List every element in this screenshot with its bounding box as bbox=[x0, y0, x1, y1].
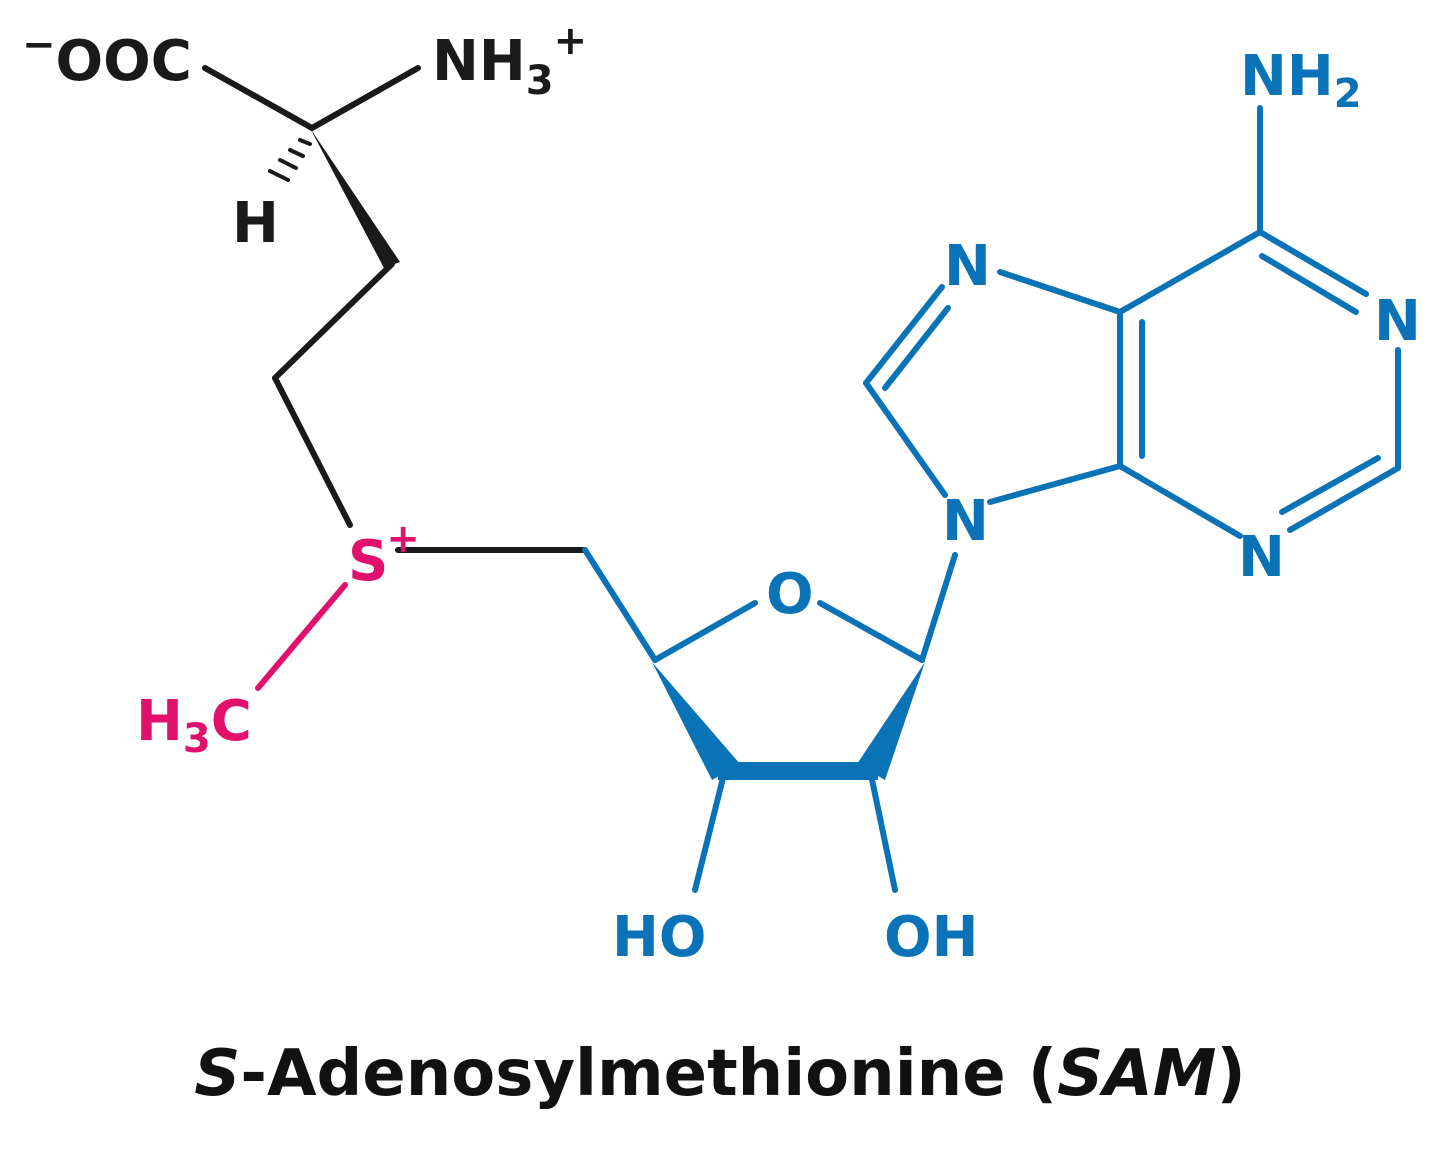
bond-c8-n7-double bbox=[882, 305, 951, 391]
wedge-bond-alpha-beta bbox=[310, 128, 400, 268]
bond-c2prime-o2prime bbox=[867, 767, 898, 893]
methionine-backbone bbox=[202, 65, 588, 553]
bond-n7-c5 bbox=[997, 269, 1123, 315]
methyl-label: H3C bbox=[136, 689, 252, 762]
wedge-c4prime-c3prime bbox=[652, 662, 740, 780]
ribose-ring bbox=[582, 547, 958, 893]
bond-c1prime-n9 bbox=[919, 552, 958, 663]
bond-c6-n1 bbox=[1257, 229, 1369, 297]
bond-c2-n3 bbox=[1287, 465, 1401, 533]
wedge-c1prime-c2prime bbox=[857, 662, 925, 780]
bond-carboxyl-alpha bbox=[202, 65, 315, 131]
n1-label: N bbox=[1374, 289, 1421, 354]
bond-c4prime-o4prime bbox=[652, 600, 758, 663]
bond-cgamma-sulfur bbox=[272, 375, 353, 528]
hydroxyl-left-label: HO bbox=[612, 905, 706, 970]
bond-sulfur-methyl bbox=[255, 582, 348, 691]
bond-c3prime-o3prime bbox=[692, 767, 728, 893]
bold-bond-c3prime-c2prime bbox=[718, 762, 878, 780]
ring-oxygen-label: O bbox=[766, 562, 814, 627]
bond-cbeta-cgamma bbox=[272, 261, 395, 381]
bond-c4-n9 bbox=[987, 463, 1123, 505]
bond-n3-c4 bbox=[1117, 463, 1243, 539]
n9-label: N bbox=[942, 489, 989, 554]
figure-caption: S-Adenosylmethionine (SAM) bbox=[194, 1037, 1245, 1111]
bond-c5prime-c4prime bbox=[582, 547, 658, 663]
bond-c8-n7 bbox=[863, 284, 945, 386]
alpha-hydrogen-label: H bbox=[232, 191, 279, 256]
n3-label: N bbox=[1238, 525, 1285, 590]
bond-o4prime-c1prime bbox=[817, 600, 925, 663]
bond-c5-c6 bbox=[1117, 229, 1263, 315]
amine-label: NH3+ bbox=[432, 18, 587, 104]
hashed-bond-alpha-h bbox=[268, 138, 312, 182]
carboxylate-label: −OOC bbox=[22, 22, 192, 94]
n7-label: N bbox=[944, 234, 991, 299]
bond-n9-c8 bbox=[863, 380, 948, 498]
adenine-ring bbox=[863, 105, 1401, 539]
bond-c2-n3-double bbox=[1279, 455, 1381, 515]
hydroxyl-right-label: OH bbox=[884, 905, 978, 970]
amino-label: NH2 bbox=[1240, 44, 1362, 117]
bond-c6-n1-double bbox=[1259, 253, 1359, 315]
sulfonium-label: S+ bbox=[348, 516, 420, 594]
bond-alpha-amine bbox=[309, 65, 421, 131]
